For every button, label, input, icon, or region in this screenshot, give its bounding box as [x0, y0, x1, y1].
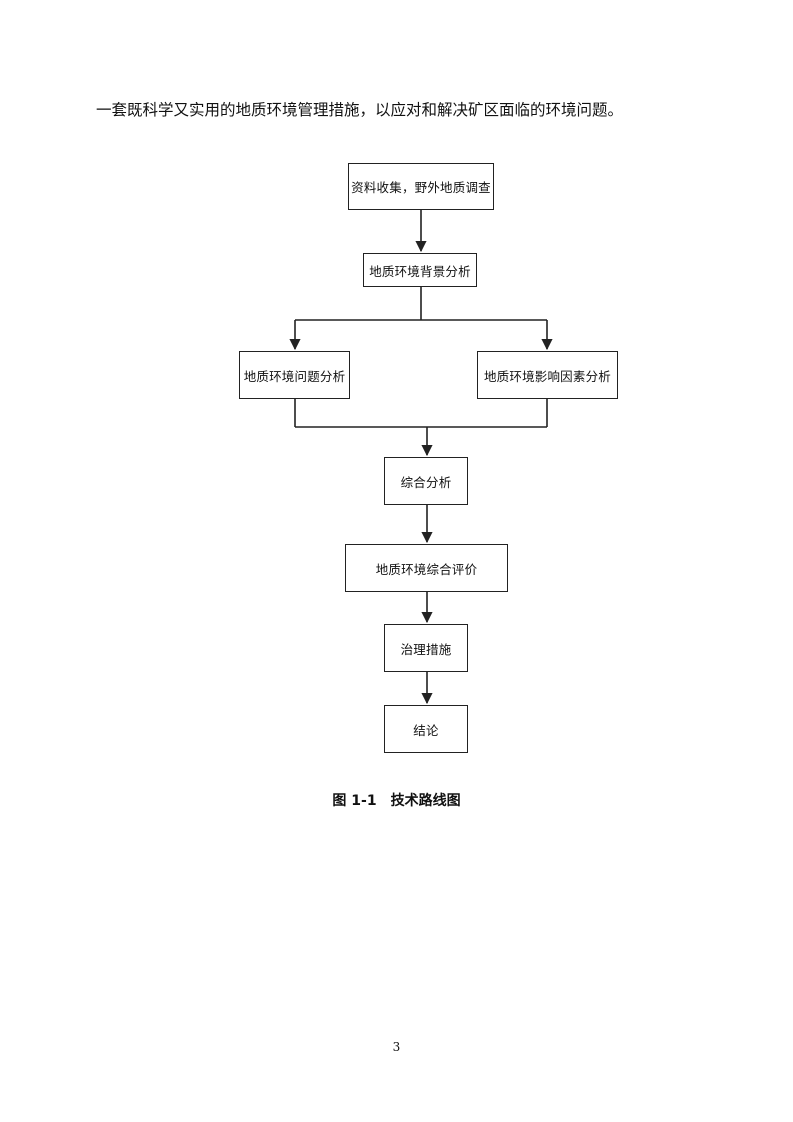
figure-caption: 图 1-1 技术路线图 — [0, 790, 793, 810]
figure-number: 图 1-1 — [332, 793, 377, 809]
page-number: 3 — [392, 1040, 401, 1054]
node-factor-analysis: 地质环境影响因素分析 — [477, 351, 618, 399]
intro-paragraph-line: 一套既科学又实用的地质环境管理措施，以应对和解决矿区面临的环境问题。 — [96, 101, 624, 119]
node-background-analysis: 地质环境背景分析 — [363, 253, 477, 287]
node-comprehensive-evaluation: 地质环境综合评价 — [345, 544, 508, 592]
node-problem-analysis: 地质环境问题分析 — [239, 351, 350, 399]
node-synthesis-analysis: 综合分析 — [384, 457, 468, 505]
node-data-collection: 资料收集，野外地质调查 — [348, 163, 494, 210]
node-conclusion: 结论 — [384, 705, 468, 753]
node-treatment-measures: 治理措施 — [384, 624, 468, 672]
figure-title: 技术路线图 — [390, 793, 461, 809]
